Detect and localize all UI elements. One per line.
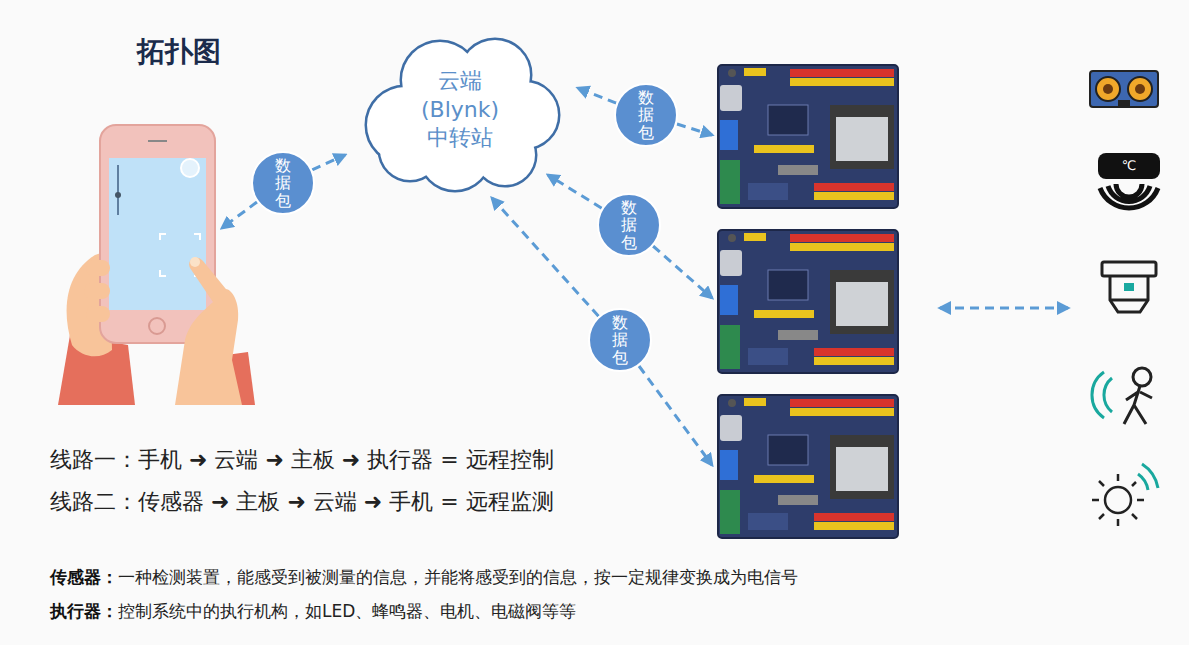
temperature-sensor-icon bbox=[1100, 184, 1158, 208]
ultrasonic-sensor-icon bbox=[1128, 77, 1152, 101]
light-sensor-icon bbox=[1138, 464, 1158, 490]
pir-sensor-icon bbox=[1102, 262, 1156, 312]
phone-illustration bbox=[189, 257, 230, 308]
phone-illustration bbox=[86, 260, 110, 276]
packet-label: 数据包 bbox=[621, 199, 637, 252]
circle-outline bbox=[615, 84, 677, 146]
route-text: 线路二：传感器 ➜ 主板 ➜ 云端 ➜ 手机 = 远程监测 bbox=[50, 488, 554, 517]
ultrasonic-sensor-icon bbox=[1135, 84, 1145, 94]
temperature-sensor-icon bbox=[1098, 153, 1160, 208]
pir-sensor-icon bbox=[1124, 283, 1134, 291]
controller-boards bbox=[718, 65, 898, 538]
phone-illustration bbox=[109, 158, 206, 310]
circle-outline bbox=[589, 309, 651, 371]
packet-connector bbox=[578, 88, 616, 103]
packet-label: 数据包 bbox=[638, 89, 654, 142]
packet-connector bbox=[548, 175, 602, 208]
phone-illustration bbox=[100, 125, 215, 343]
pir-sensor-icon bbox=[1102, 262, 1156, 276]
term-definition: 一种检测装置，能感受到被测量的信息，并能将感受到的信息，按一定规律变换成为电信号 bbox=[118, 566, 798, 588]
phone-illustration bbox=[58, 125, 255, 405]
phone-illustration bbox=[86, 306, 110, 322]
light-sensor-icon bbox=[1105, 487, 1131, 513]
packet-connector bbox=[312, 155, 345, 170]
circle-outline bbox=[252, 152, 314, 214]
phone-illustration bbox=[148, 140, 167, 142]
term-definition: 控制系统中的执行机构，如LED、蜂鸣器、电机、电磁阀等等 bbox=[118, 600, 576, 622]
packet-label: 数据包 bbox=[275, 157, 291, 210]
cloud-node: 云端 (Blynk) 中转站 bbox=[355, 25, 565, 195]
packet-link-lines bbox=[222, 124, 1068, 465]
ultrasonic-sensor-icon bbox=[1103, 84, 1113, 94]
packet-link-lines bbox=[639, 366, 712, 465]
packet-link-lines bbox=[222, 202, 257, 228]
pir-sensor-icon bbox=[1110, 299, 1148, 302]
packet-link-lines bbox=[653, 246, 712, 298]
cloud-label: 云端 (Blynk) 中转站 bbox=[410, 67, 510, 153]
data-packet-circle: 数据包 bbox=[614, 83, 678, 147]
controller-boards bbox=[718, 65, 898, 208]
packet-label: 数据包 bbox=[612, 314, 628, 367]
human-detect-icon bbox=[1092, 372, 1112, 418]
human-detect-icon bbox=[1124, 386, 1152, 424]
light-sensor-icon bbox=[1092, 464, 1158, 526]
phone-illustration bbox=[190, 257, 200, 267]
packet-link-lines bbox=[677, 124, 712, 135]
icon-symbol: ℃ bbox=[1122, 158, 1137, 175]
diagram-title: 拓扑图 bbox=[137, 34, 221, 70]
temperature-sensor-icon bbox=[1098, 153, 1160, 179]
pir-sensor-icon bbox=[1110, 276, 1148, 312]
phone-illustration bbox=[84, 283, 110, 299]
ultrasonic-sensor-icon bbox=[1118, 100, 1130, 106]
phone-illustration bbox=[115, 192, 121, 198]
human-detect-icon bbox=[1092, 368, 1152, 424]
controller-boards bbox=[718, 395, 898, 538]
phone-illustration bbox=[117, 165, 119, 215]
human-detect-icon bbox=[1133, 368, 1151, 386]
phone-illustration bbox=[175, 289, 242, 405]
term-name: 传感器： bbox=[50, 566, 118, 588]
ultrasonic-sensor-icon bbox=[1096, 77, 1120, 101]
data-packet-circle: 数据包 bbox=[251, 151, 315, 215]
controller-boards bbox=[718, 230, 898, 373]
route-text: 线路一：手机 ➜ 云端 ➜ 主板 ➜ 执行器 = 远程控制 bbox=[50, 446, 554, 475]
term-name: 执行器： bbox=[50, 600, 118, 622]
phone-illustration bbox=[181, 159, 199, 177]
ultrasonic-sensor-icon bbox=[1090, 71, 1158, 107]
ultrasonic-sensor-icon bbox=[1090, 71, 1158, 107]
packet-connector bbox=[492, 198, 599, 316]
phone-illustration bbox=[149, 318, 165, 334]
data-packet-circle: 数据包 bbox=[597, 193, 661, 257]
packet-link-lines bbox=[940, 307, 1068, 310]
circle-outline bbox=[598, 194, 660, 256]
data-packet-circle: 数据包 bbox=[588, 308, 652, 372]
light-sensor-icon bbox=[1092, 474, 1144, 526]
